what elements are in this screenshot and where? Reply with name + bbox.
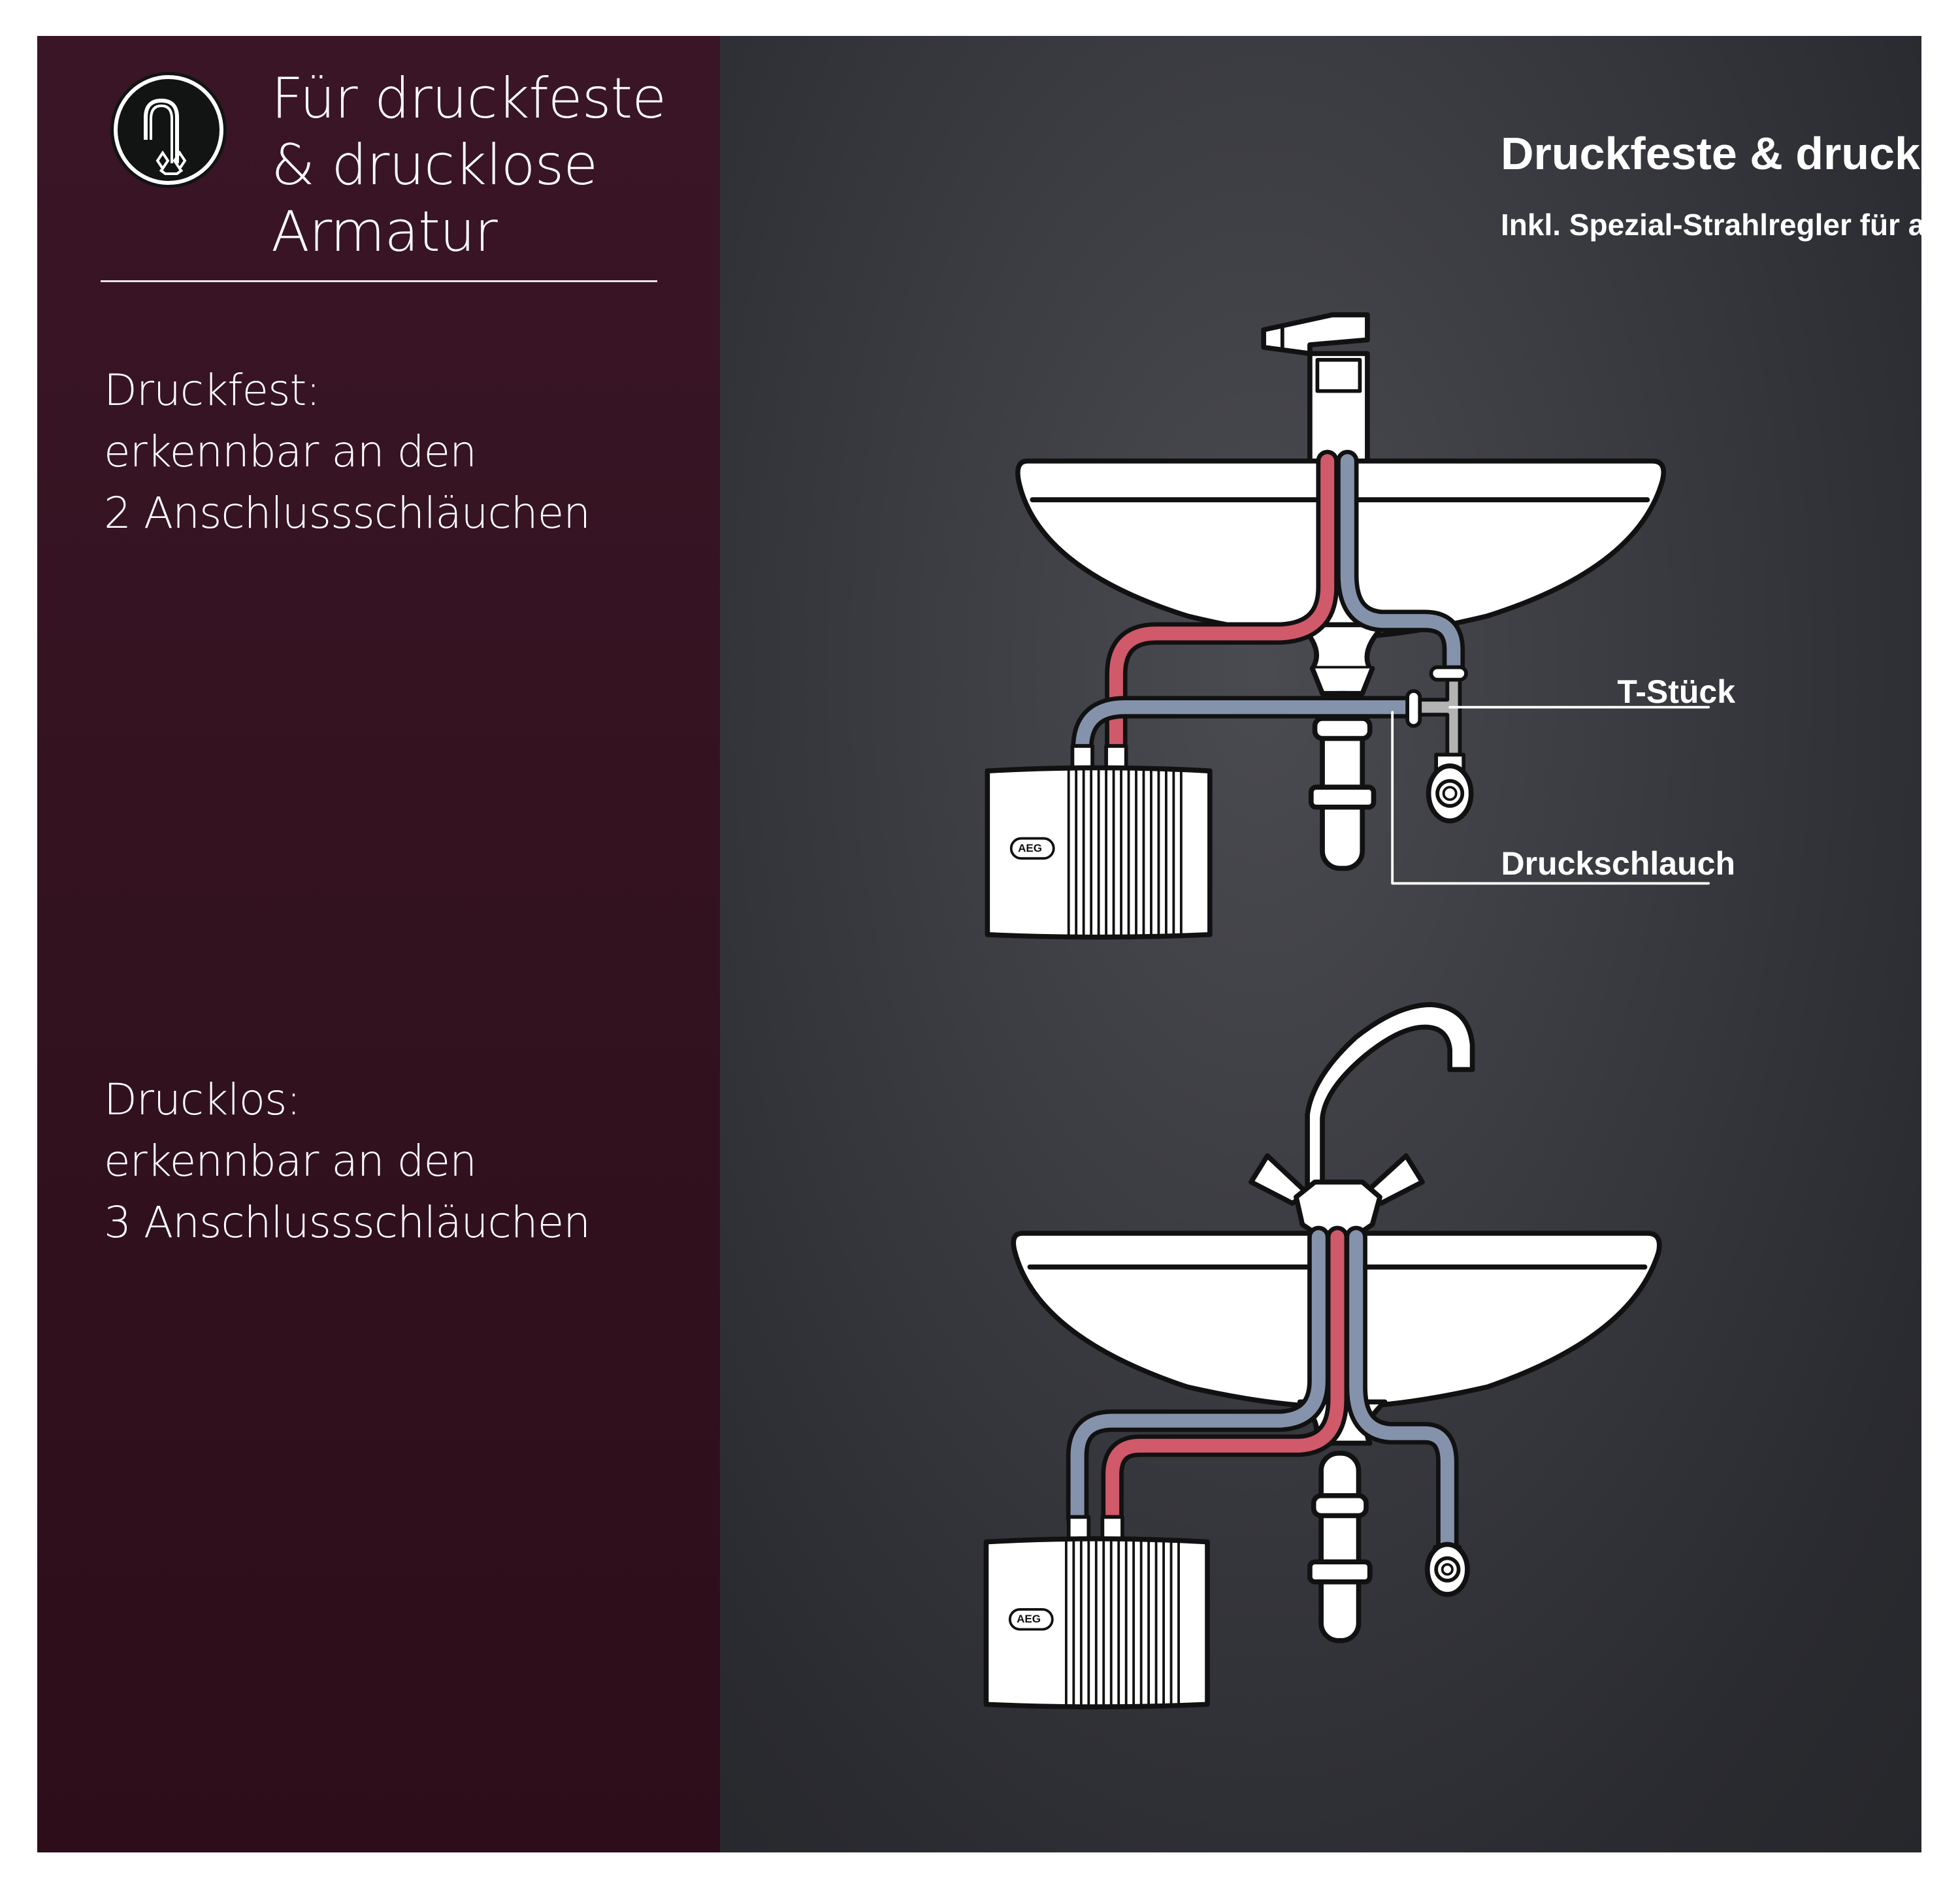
t-piece-label: T-Stück — [1617, 673, 1735, 710]
top-diagram — [985, 312, 1710, 940]
faucet-icon — [109, 71, 228, 189]
water-heater — [983, 1515, 1210, 1709]
title-line-2: & drucklose — [271, 133, 598, 198]
drucklos-line-2: erkennbar an den — [104, 1136, 477, 1186]
diagram-title: Druckfeste & drucklose Armatur — [1501, 128, 1960, 179]
divider — [101, 280, 657, 282]
single-lever-faucet-icon — [1261, 312, 1370, 464]
title-line-3: Armatur — [271, 199, 498, 265]
drucklos-line-3: 3 Anschlussschläuchen — [104, 1197, 591, 1248]
drucklos-heading: Drucklos: — [104, 1074, 301, 1125]
druckfest-line-2: erkennbar an den — [104, 427, 477, 477]
drucklos-description: Drucklos: erkennbar an den 3 Anschlusssc… — [104, 1069, 591, 1253]
two-handle-faucet-icon — [1249, 1002, 1475, 1248]
bottom-diagram — [983, 1002, 1662, 1709]
installation-diagrams — [983, 312, 1710, 1709]
heater-brand-bottom: AEG — [1017, 1613, 1041, 1625]
druckfest-line-3: 2 Anschlussschläuchen — [104, 488, 591, 538]
title-line-1: Für druckfeste — [271, 66, 666, 131]
diagram-subtitle: Inkl. Spezial-Strahlregler für angenehm … — [1501, 208, 1960, 242]
left-panel: Für druckfeste & drucklose Armatur Druck… — [37, 36, 720, 1852]
water-heater — [985, 744, 1213, 940]
druckfest-description: Druckfest: erkennbar an den 2 Anschlusss… — [104, 360, 591, 544]
feature-title: Für druckfeste & drucklose Armatur — [271, 65, 666, 265]
drain-pipe — [1318, 1450, 1362, 1643]
druckfest-heading: Druckfest: — [104, 365, 321, 415]
infographic: Für druckfeste & drucklose Armatur Druck… — [37, 36, 1960, 1852]
pressure-hose-label: Druckschlauch — [1501, 845, 1735, 882]
heater-brand-top: AEG — [1018, 842, 1042, 854]
